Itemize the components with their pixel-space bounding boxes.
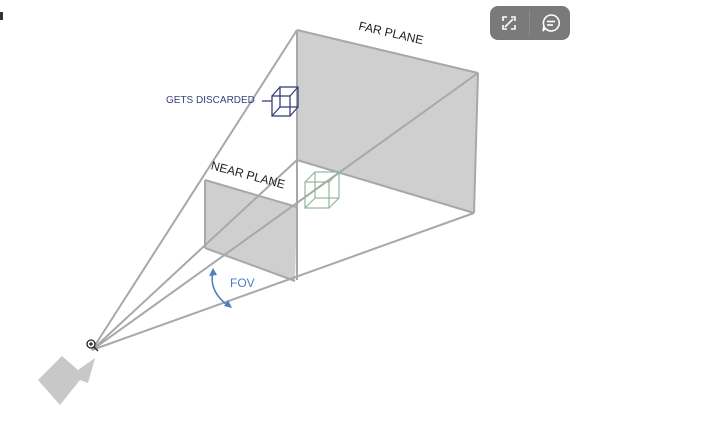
- frustum-edges: [91, 29, 479, 351]
- comment-icon: [542, 14, 561, 32]
- comment-button[interactable]: [534, 8, 568, 38]
- discarded-label: GETS DISCARDED: [166, 95, 255, 106]
- fov-arrow-bottom: [224, 300, 232, 308]
- camera-icon: [38, 356, 95, 405]
- expand-button[interactable]: [492, 8, 526, 38]
- fov-arrow-top: [209, 268, 217, 276]
- fov-label: FOV: [230, 276, 255, 290]
- discarded-cube: [262, 86, 299, 117]
- expand-icon: [502, 16, 516, 30]
- inside-cube: [304, 171, 340, 209]
- far-plane: [297, 30, 478, 213]
- image-toolbar: [490, 6, 570, 40]
- corner-mark: [0, 12, 3, 20]
- toolbar-divider: [529, 10, 531, 36]
- zoom-cursor-icon: [86, 339, 99, 352]
